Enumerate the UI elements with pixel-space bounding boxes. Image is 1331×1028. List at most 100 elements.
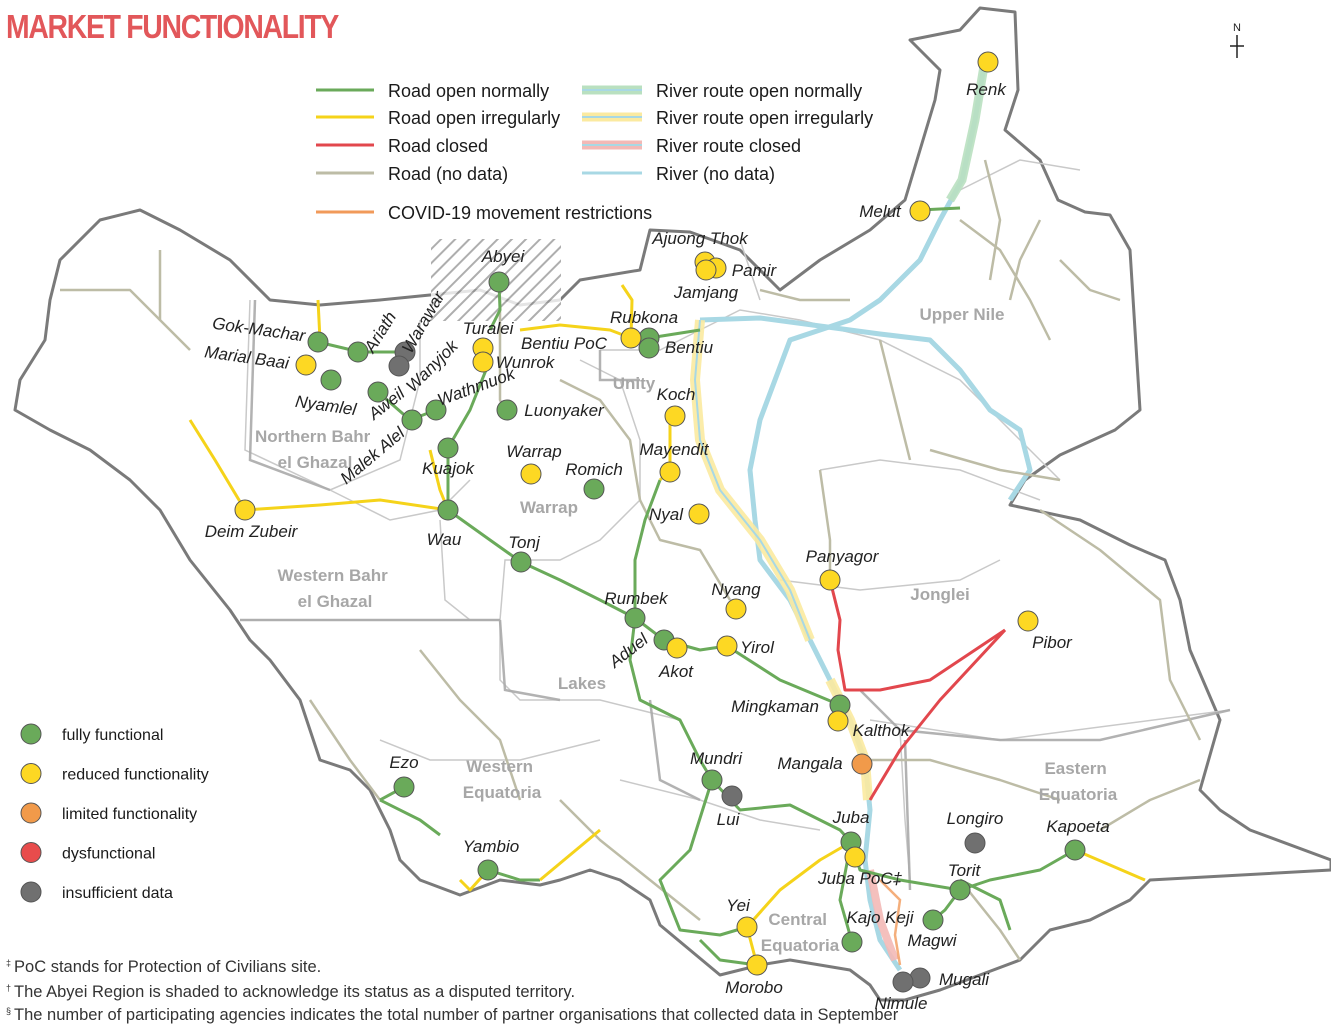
region-label-western-bahr-el-ghazal: Western Bahr el Ghazal: [278, 566, 393, 611]
market-label: Juba: [832, 808, 870, 827]
market-marker: [827, 710, 849, 732]
legend-label: Road closed: [388, 136, 488, 156]
market-label: Jamjang: [673, 283, 739, 302]
market-label: Panyagor: [806, 547, 880, 566]
status-legend-marker: [20, 802, 42, 824]
footnote: §The number of participating agencies in…: [6, 1006, 898, 1025]
market-label: Bentiu: [665, 338, 714, 357]
region-label-eastern-equatoria: Eastern Equatoria: [1039, 759, 1118, 804]
market-marker: [721, 785, 743, 807]
market-label: Deim Zubeir: [205, 522, 299, 541]
region-label-unity: Unity: [613, 374, 656, 393]
legend-label: River (no data): [656, 164, 775, 184]
legend-label: Road open normally: [388, 81, 549, 101]
market-label: Magwi: [907, 931, 957, 950]
market-marker: [510, 551, 532, 573]
market-marker: [736, 916, 758, 938]
market-label: Wau: [427, 530, 462, 549]
market-marker: [477, 859, 499, 881]
status-legend-marker: [20, 842, 42, 863]
legend-label: COVID-19 movement restrictions: [388, 203, 652, 223]
region-label-western-equatoria: Western Equatoria: [463, 757, 542, 802]
region-label-upper-nile: Upper Nile: [919, 305, 1004, 324]
market-label: Mingkaman: [731, 697, 819, 716]
market-label: Kapoeta: [1046, 817, 1109, 836]
roads-no-data: [60, 159, 1202, 961]
market-marker: [307, 331, 329, 353]
market-marker: [393, 776, 415, 798]
region-label-lakes: Lakes: [558, 674, 606, 693]
market-marker: [964, 832, 986, 854]
market-marker: [949, 879, 971, 901]
market-label: Luonyaker: [524, 401, 605, 420]
river-route-closed: [866, 869, 899, 962]
market-marker: [583, 478, 605, 500]
market-label: Tonj: [508, 533, 541, 552]
market-marker: [1017, 610, 1039, 632]
river-route-open: [946, 59, 990, 203]
market-marker: [977, 51, 999, 73]
market-marker: [401, 409, 423, 431]
market-marker: [844, 846, 866, 868]
footnote-mark: §: [6, 1006, 12, 1016]
market-marker: [695, 259, 717, 281]
market-marker: [234, 499, 256, 521]
market-label: Renk: [966, 80, 1007, 99]
market-marker: [716, 635, 738, 657]
market-label: Morobo: [725, 978, 783, 997]
market-label: Yambio: [463, 837, 519, 856]
legend-label: River route open irregularly: [656, 108, 873, 128]
market-marker: [819, 569, 841, 591]
market-label: Yei: [726, 896, 751, 915]
market-marker: [520, 463, 542, 485]
market-marker: [367, 381, 389, 403]
status-legend-marker: [20, 881, 42, 903]
market-label: Mangala: [777, 754, 842, 773]
market-label: Pamir: [732, 261, 778, 280]
market-label: Abyei: [481, 247, 526, 266]
market-label: Ezo: [389, 753, 418, 772]
market-marker: [666, 637, 688, 659]
region-label-warrap: Warrap: [520, 498, 578, 517]
region-line: Equatoria: [1039, 785, 1118, 804]
market-marker: [851, 753, 873, 775]
region-line: Eastern: [1044, 759, 1106, 778]
market-marker: [496, 399, 518, 421]
status-legend-marker: [20, 763, 42, 784]
region-line: el Ghazal: [278, 453, 353, 472]
north-arrow: N: [1230, 22, 1244, 58]
legend-label: River route closed: [656, 136, 801, 156]
market-marker: [892, 971, 914, 993]
region-label-central-equatoria: Central Equatoria: [761, 910, 840, 955]
market-marker: [624, 607, 646, 629]
market-marker: [725, 598, 747, 620]
market-label: Nimule: [875, 994, 928, 1013]
footnote-text: The Abyei Region is shaded to acknowledg…: [14, 983, 576, 1001]
market-label: Kuajok: [422, 459, 475, 478]
region-line: Western: [466, 757, 533, 776]
market-marker: [437, 437, 459, 459]
status-legend-label: dysfunctional: [62, 846, 155, 863]
footnote-text: The number of participating agencies ind…: [14, 1006, 899, 1024]
market-label: Yirol: [740, 638, 775, 657]
market-label: Lui: [717, 810, 741, 829]
route-legend: Road open normally Road open irregularly…: [316, 81, 873, 223]
status-legend-label: insufficient data: [62, 885, 173, 902]
status-legend-label: fully functional: [62, 727, 163, 744]
market-label: Turalei: [463, 319, 515, 338]
market-label: Pibor: [1032, 633, 1073, 652]
region-line: Equatoria: [463, 783, 542, 802]
legend-label: River route open normally: [656, 81, 862, 101]
region-labels: Upper Nile Unity Northern Bahr el Ghazal…: [255, 305, 1118, 955]
market-marker: [388, 355, 410, 377]
market-marker: [320, 369, 342, 391]
market-marker: [664, 405, 686, 427]
market-label: Ajuong Thok: [651, 229, 749, 248]
market-label: Melut: [859, 202, 902, 221]
status-legend-label: limited functionality: [62, 806, 197, 823]
market-label: Nyang: [711, 580, 761, 599]
legend-label: Road (no data): [388, 164, 508, 184]
market-label: Warrap: [506, 442, 561, 461]
country-outline: [13, 6, 1331, 1002]
